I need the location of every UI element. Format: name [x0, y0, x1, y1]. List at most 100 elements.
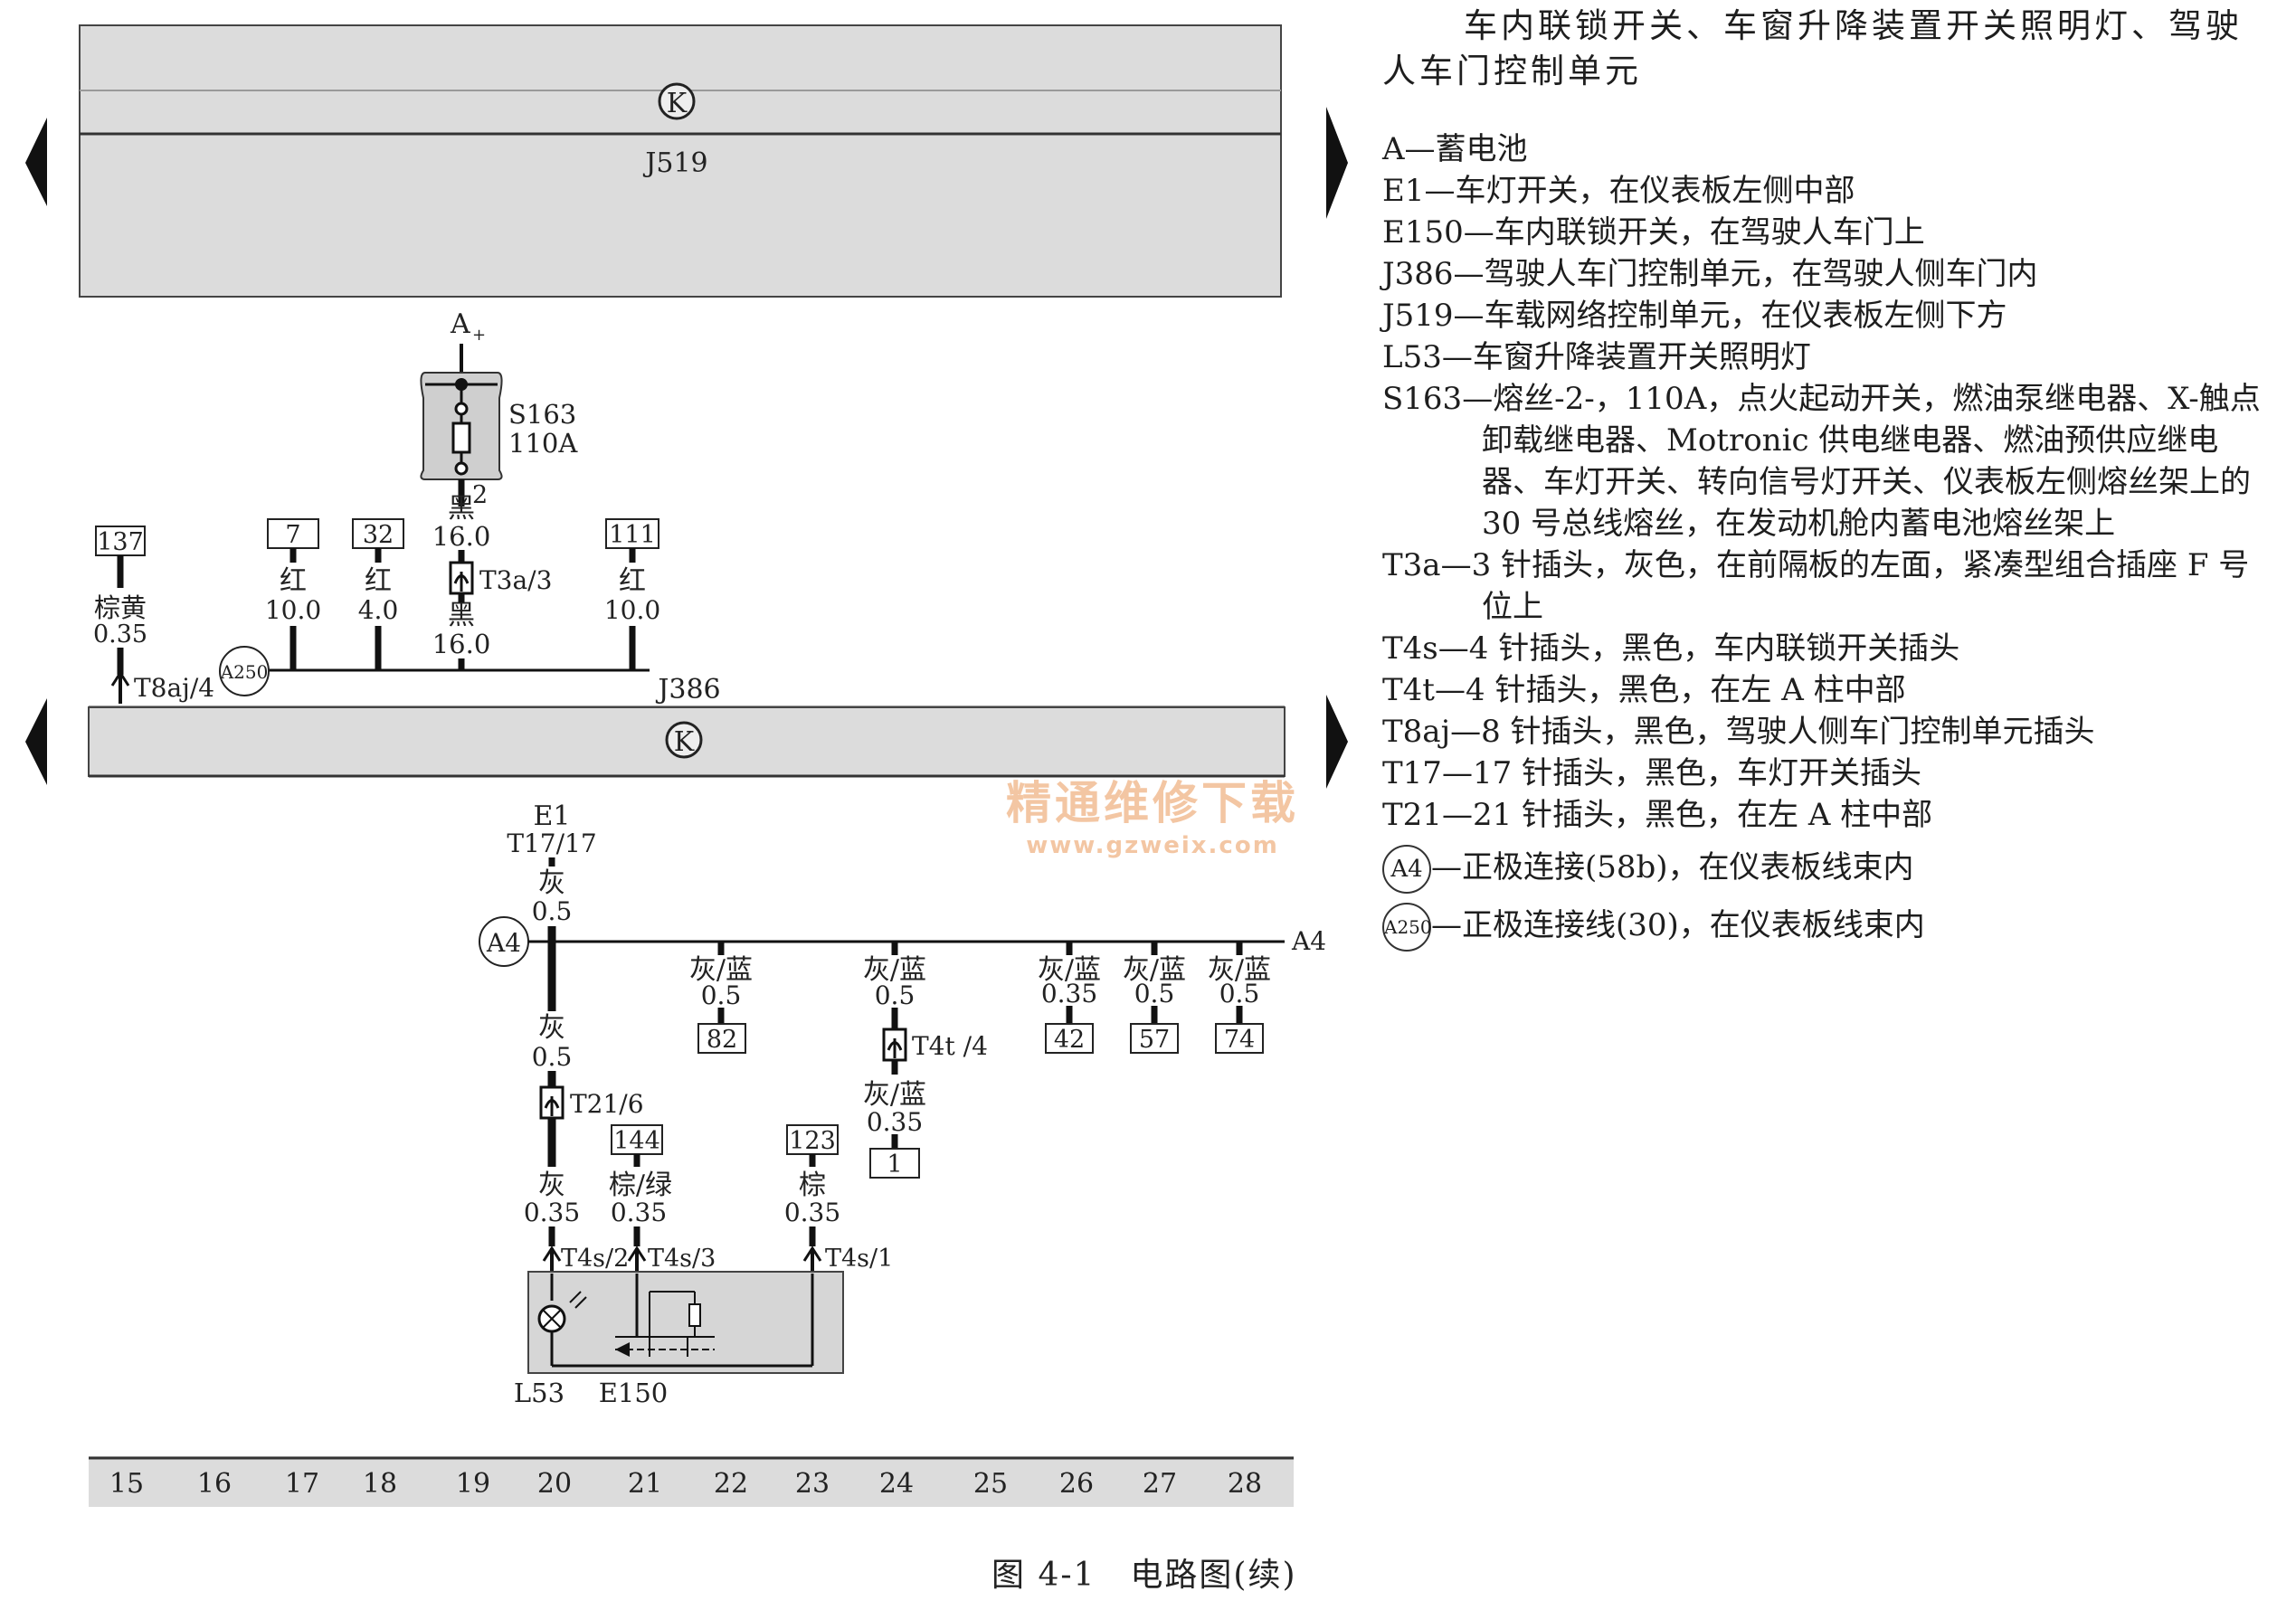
- branch-74: 灰/蓝 0.5 74: [1208, 942, 1271, 1054]
- legend-item: A250—正极连接线(30)，在仪表板线束内: [1382, 903, 2278, 952]
- e1-label: E1: [534, 800, 571, 832]
- red-feed-wires: 7 红 10.0 32 红 4.0 111 红 10.0 A250: [219, 518, 660, 696]
- wire-color-label: 红: [619, 565, 646, 597]
- legend-item: T4t—4 针插头，黑色，在左 A 柱中部: [1382, 672, 1906, 708]
- wire-color-label: 红: [280, 565, 307, 597]
- t4s3-label: T4s/3: [648, 1245, 716, 1273]
- t8aj-label: T8aj/4: [134, 673, 214, 703]
- wire-size-label: 0.35: [611, 1198, 667, 1227]
- legend-item: T3a—3 针插头，灰色，在前隔板的左面，紧凑型组合插座 F 号位上: [1382, 547, 2250, 625]
- a250-symbol-icon: [219, 646, 270, 696]
- wire-123: 123 棕 0.35: [784, 1124, 840, 1246]
- column-number: 17: [285, 1468, 319, 1500]
- wire-color-label: 灰: [538, 1170, 565, 1201]
- legend-item: A—蓄电池: [1382, 131, 1528, 167]
- switch-assembly: L53 E150: [514, 1271, 844, 1408]
- legend-item: T17—17 针插头，黑色，车灯开关插头: [1382, 755, 1922, 791]
- wire-size-label: 0.35: [524, 1198, 580, 1227]
- legend-item: J386—驾驶人车门控制单元，在驾驶人侧车门内: [1382, 256, 2038, 292]
- column-number: 18: [363, 1468, 397, 1500]
- legend-item: L53—车窗升降装置开关照明灯: [1382, 339, 1811, 375]
- branch-57: 灰/蓝 0.5 57: [1123, 942, 1186, 1054]
- resistor-icon: [688, 1303, 701, 1327]
- battery-and-fuse: A + S163 110A 2 黑 16.0 T3a/3 黑 16.0: [420, 308, 578, 669]
- legend-item: E150—车内联锁开关，在驾驶人车门上: [1382, 214, 1925, 251]
- k-symbol-label: K: [674, 726, 695, 758]
- figure-caption: 图 4-1 电路图(续): [991, 1557, 1297, 1594]
- wire-color-label: 灰/蓝: [689, 954, 753, 986]
- l53-label: L53: [514, 1378, 565, 1408]
- wire-color-label: 灰/蓝: [863, 954, 926, 986]
- wire-ref-label: 82: [707, 1026, 737, 1054]
- column-number: 21: [628, 1468, 662, 1500]
- t3a-label: T3a/3: [479, 565, 552, 595]
- legend-item: A4—正极连接(58b)，在仪表板线束内: [1382, 845, 2278, 894]
- legend-panel: 车内联锁开关、车窗升降装置开关照明灯、驾驶人车门控制单元 A—蓄电池 E1—车灯…: [1382, 0, 2278, 952]
- a4-branch: E1 T17/17 灰 0.5 A4 A4 灰 0.5 T21/6 灰 0.35: [479, 800, 1326, 1246]
- wire-size-label: 16.0: [432, 629, 491, 659]
- wire-ref-label: 123: [789, 1127, 836, 1155]
- legend-list: A—蓄电池 E1—车灯开关，在仪表板左侧中部 E150—车内联锁开关，在驾驶人车…: [1382, 128, 2278, 952]
- wire-ref-label: 144: [613, 1127, 660, 1155]
- k-symbol-label: K: [667, 88, 688, 119]
- wire-size-label: 0.5: [1134, 979, 1175, 1009]
- wire-size-label: 10.0: [265, 595, 321, 625]
- column-number: 28: [1228, 1468, 1262, 1500]
- column-number: 16: [197, 1468, 232, 1500]
- column-number: 20: [537, 1468, 572, 1500]
- column-number: 15: [109, 1468, 144, 1500]
- wire-size-label: 0.5: [532, 1042, 573, 1072]
- wire-color-label: 棕: [799, 1170, 826, 1201]
- e150-label: E150: [599, 1378, 669, 1408]
- column-number: 23: [795, 1468, 830, 1500]
- wire-color-label: 黑: [448, 493, 475, 525]
- t4s1-label: T4s/1: [825, 1245, 893, 1273]
- branch-82: 灰/蓝 0.5 82: [689, 942, 753, 1054]
- wire-ref-label: 57: [1139, 1026, 1170, 1054]
- a4-bus-label: A4: [1291, 926, 1326, 956]
- j519-unit: K J519: [79, 24, 1282, 298]
- wire-size-label: 0.35: [1041, 979, 1097, 1009]
- legend-item: T8aj—8 针插头，黑色，驾驶人侧车门控制单元插头: [1382, 714, 2095, 750]
- wire-size-label: 0.5: [875, 980, 916, 1010]
- wire-size-label: 0.5: [1219, 979, 1260, 1009]
- wire-ref-label: 42: [1054, 1026, 1085, 1054]
- legend-item-text: —正极连接(58b)，在仪表板线束内: [1431, 849, 1914, 886]
- wire-size-label: 0.5: [701, 980, 742, 1010]
- wire-size-label: 0.5: [532, 896, 573, 926]
- wire-color-label: 灰/蓝: [1123, 954, 1186, 986]
- a250-label: A250: [220, 661, 269, 683]
- wire-144: 144 棕/绿 0.35: [609, 1124, 672, 1246]
- wire-color-label: 灰/蓝: [863, 1079, 926, 1111]
- column-number: 24: [879, 1468, 914, 1500]
- wire-ref-label: 1: [887, 1151, 902, 1179]
- j519-label: J519: [642, 147, 707, 179]
- fuse-name: S163: [508, 399, 576, 430]
- wire-size-label: 16.0: [432, 521, 491, 552]
- right-arrow-icon: [1326, 107, 1348, 219]
- wire-ref-label: 32: [363, 521, 394, 549]
- wire-size-label: 0.35: [784, 1198, 840, 1227]
- fuse-pin: 2: [472, 481, 488, 509]
- branch-t4t: 灰/蓝 0.5 T4t /4 灰/蓝 0.35 1: [863, 942, 988, 1179]
- wire-size-label: 10.0: [604, 595, 660, 625]
- a4-label: A4: [486, 928, 521, 958]
- wire-color-label: 灰: [538, 867, 565, 899]
- column-number: 27: [1143, 1468, 1177, 1500]
- wire-color-label: 灰/蓝: [1038, 954, 1101, 986]
- column-number: 19: [456, 1468, 490, 1500]
- wire-color-label: 灰/蓝: [1208, 954, 1271, 986]
- a250-legend-symbol-icon: A250: [1382, 903, 1432, 952]
- k-symbol-icon: [665, 721, 703, 759]
- legend-item: E1—车灯开关，在仪表板左侧中部: [1382, 173, 1855, 209]
- t4s-connectors: T4s/2 T4s/3 T4s/1: [542, 1245, 893, 1275]
- t17-label: T17/17: [507, 829, 596, 858]
- wire-137: 137 棕黄 0.35 T8aj/4: [93, 526, 214, 704]
- j386-label: J386: [655, 674, 720, 706]
- wire-size-label: 0.35: [867, 1107, 923, 1137]
- legend-item: T21—21 针插头，黑色，在左 A 柱中部: [1382, 797, 1933, 833]
- column-number: 25: [973, 1468, 1008, 1500]
- t4s2-label: T4s/2: [561, 1245, 629, 1273]
- k-symbol-icon: [658, 82, 696, 120]
